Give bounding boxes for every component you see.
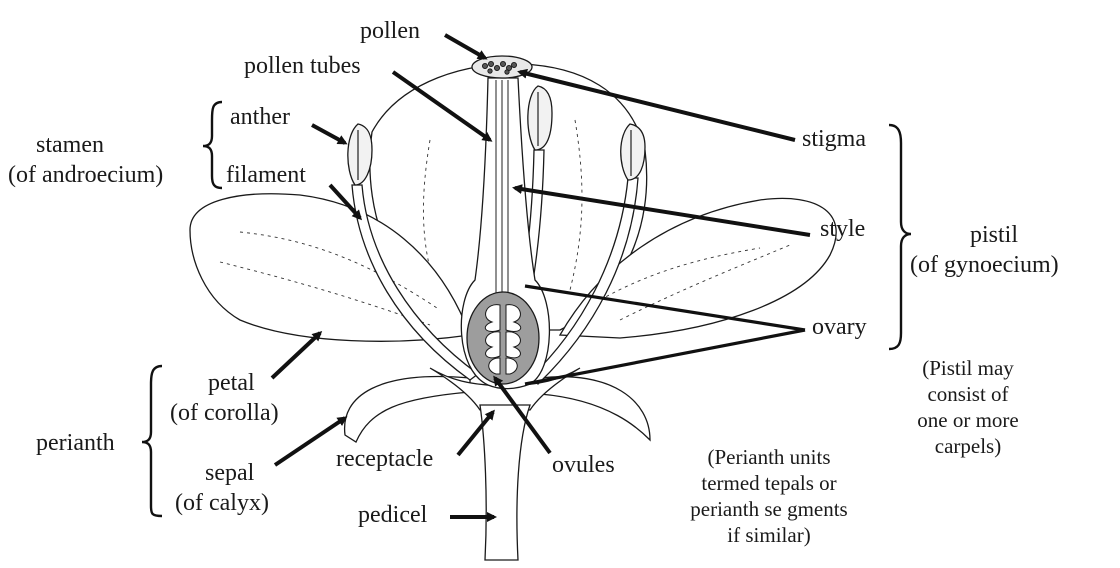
ovary-line-upper	[524, 284, 806, 332]
anther-mid	[527, 85, 553, 151]
pistil-note-line: (Pistil may	[922, 356, 1014, 380]
receptacle-label: receptacle	[336, 446, 433, 472]
filament-label: filament	[226, 162, 306, 188]
receptacle-arrow	[456, 409, 495, 457]
perianth-label: perianth	[36, 430, 115, 456]
pistil-note-line: consist of	[927, 382, 1008, 406]
pistil-note: (Pistil may consist of one or more carpe…	[917, 356, 1018, 458]
perianth-note-line: termed tepals or	[701, 471, 836, 495]
pollen-grains	[481, 61, 517, 75]
pollen-arrow	[444, 33, 488, 60]
ovules-arrow	[493, 375, 552, 455]
ovules-group	[484, 304, 522, 375]
perianth-note-line: (Perianth units	[707, 445, 830, 469]
pistil-note-line: one or more	[917, 408, 1018, 432]
left-sepal	[343, 375, 471, 443]
ovary-label: ovary	[812, 314, 867, 340]
pollen-tubes-arrow	[391, 70, 493, 142]
pistil-label: pistil	[970, 222, 1018, 248]
sepal-arrow	[273, 416, 348, 467]
stigma-arrow	[517, 68, 796, 142]
anther-right	[620, 123, 646, 181]
pedicel-stem	[479, 404, 531, 561]
sepal-sub-label: (of calyx)	[175, 490, 269, 516]
right-sepal	[539, 376, 651, 442]
filament-right	[528, 177, 639, 385]
ovary-line-lower	[524, 328, 806, 386]
pistil-brace	[888, 123, 912, 351]
filament-arrow	[328, 183, 363, 221]
anther-left	[347, 123, 373, 186]
petal-arrow	[270, 330, 323, 380]
pollen-tubes-label: pollen tubes	[244, 53, 361, 79]
stamen-label: stamen	[36, 132, 104, 158]
pedicel-label: pedicel	[358, 502, 428, 528]
ovary-chamber	[466, 291, 540, 385]
style-label: style	[820, 216, 865, 242]
anther-label: anther	[230, 104, 290, 130]
pollen-label: pollen	[360, 18, 420, 44]
anther-arrow	[311, 123, 348, 145]
perianth-note: (Perianth units termed tepals or periant…	[690, 445, 847, 547]
stamen-sub-label: (of androecium)	[8, 162, 163, 188]
ovules-label: ovules	[552, 452, 615, 478]
petal-sub-label: (of corolla)	[170, 400, 279, 426]
pistil-sub-label: (of gynoecium)	[910, 252, 1059, 278]
stamen-brace	[202, 100, 223, 190]
pistil-note-line: carpels)	[935, 434, 1001, 458]
perianth-note-line: if similar)	[727, 523, 810, 547]
stigma-disc	[471, 55, 533, 79]
style-arrow	[512, 184, 811, 237]
perianth-note-line: perianth se gments	[690, 497, 847, 521]
petal-label: petal	[208, 370, 255, 396]
stigma-label: stigma	[802, 126, 866, 152]
perianth-brace	[141, 364, 163, 518]
sepal-label: sepal	[205, 460, 255, 486]
